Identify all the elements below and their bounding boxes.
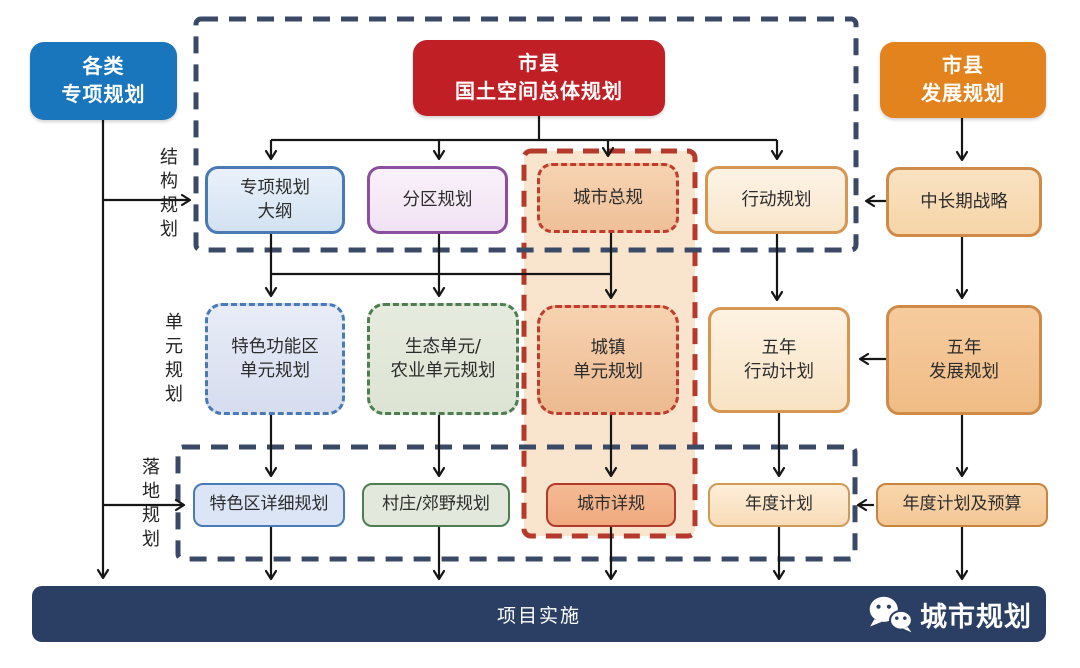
- box-label: 市县 国土空间总体规划: [455, 51, 623, 103]
- box-five-year-action-plan: 五年 行动计划: [708, 307, 850, 413]
- box-label: 特色区详细规划: [209, 494, 329, 515]
- box-city-master-plan: 城市总规: [537, 163, 679, 233]
- connector-arrows: [96, 116, 969, 581]
- project-implementation-label: 项目实施: [496, 604, 581, 627]
- box-featured-zone-unit-plan: 特色功能区 单元规划: [205, 303, 345, 415]
- box-label: 行动规划: [741, 189, 812, 210]
- side-label-grounding-planning: 落 地 规 划: [142, 457, 160, 550]
- box-territorial-master-plan: 市县 国土空间总体规划: [413, 40, 665, 116]
- box-label: 年度计划及预算: [902, 494, 1022, 515]
- box-five-year-development-plan: 五年 发展规划: [886, 305, 1042, 415]
- project-implementation-bar: 项目实施 城市规划: [32, 586, 1046, 642]
- box-label: 城市详规: [577, 494, 645, 515]
- side-label-unit-planning: 单 元 规 划: [165, 312, 183, 405]
- box-label: 城市总规: [573, 187, 643, 208]
- box-village-countryside-plan: 村庄/郊野规划: [362, 483, 510, 527]
- box-label: 生态单元/ 农业单元规划: [390, 336, 496, 381]
- box-eco-agri-unit-plan: 生态单元/ 农业单元规划: [367, 303, 519, 415]
- box-featured-zone-detailed-plan: 特色区详细规划: [193, 483, 345, 527]
- box-town-unit-plan: 城镇 单元规划: [537, 305, 679, 415]
- box-various-special-plans: 各类 专项规划: [30, 42, 177, 120]
- box-annual-plan: 年度计划: [708, 483, 850, 527]
- wechat-icon: [869, 596, 913, 633]
- box-label: 特色功能区 单元规划: [231, 336, 319, 381]
- box-action-plan: 行动规划: [705, 166, 848, 234]
- box-label: 五年 行动计划: [744, 337, 814, 382]
- box-label: 各类 专项规划: [61, 54, 146, 106]
- side-label-structure-planning: 结 构 规 划: [160, 147, 178, 240]
- box-mid-long-term-strategy: 中长期战略: [886, 167, 1042, 237]
- box-district-plan: 分区规划: [367, 166, 508, 234]
- box-label: 村庄/郊野规划: [382, 494, 490, 515]
- box-label: 分区规划: [402, 189, 473, 210]
- box-label: 专项规划 大纲: [240, 177, 310, 222]
- brand-block: 城市规划: [866, 586, 1032, 642]
- box-city-detailed-plan: 城市详规: [546, 483, 676, 527]
- structure-planning-frame: [193, 16, 859, 253]
- box-special-plan-outline: 专项规划 大纲: [205, 166, 345, 234]
- box-development-plan: 市县 发展规划: [880, 42, 1046, 118]
- box-label: 五年 发展规划: [929, 337, 999, 382]
- brand-name: 城市规划: [920, 601, 1032, 633]
- box-label: 年度计划: [745, 494, 813, 515]
- box-annual-plan-and-budget: 年度计划及预算: [876, 483, 1048, 527]
- box-label: 城镇 单元规划: [573, 337, 643, 382]
- box-label: 市县 发展规划: [921, 53, 1005, 105]
- box-label: 中长期战略: [920, 191, 1008, 212]
